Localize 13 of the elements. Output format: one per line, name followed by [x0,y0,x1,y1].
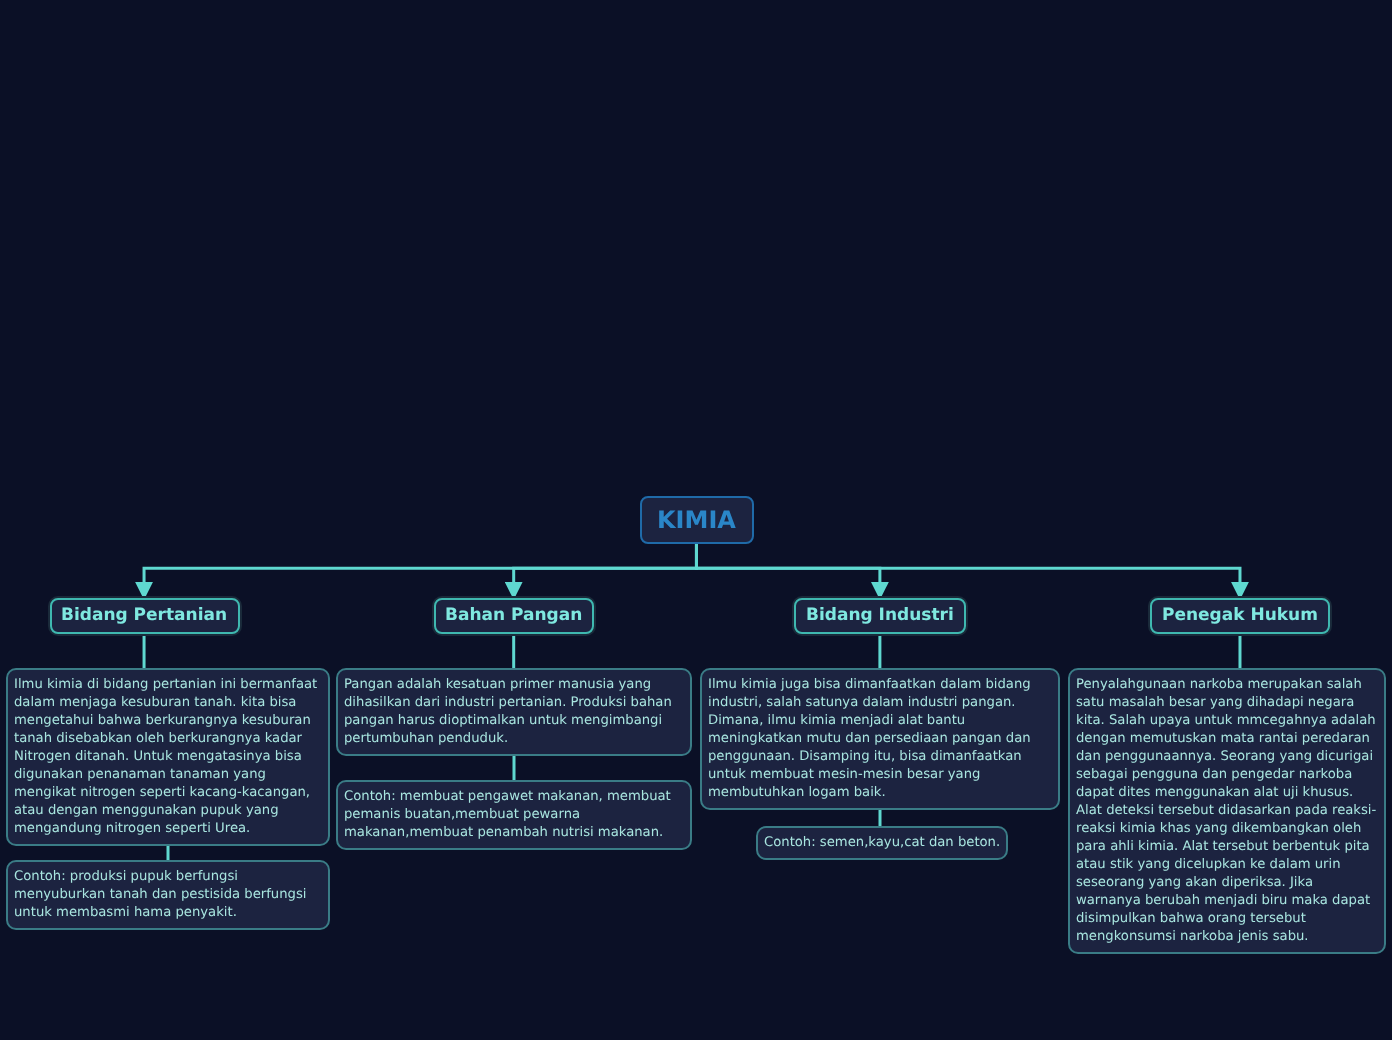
connector-line [878,634,882,668]
connector-line [1238,634,1242,668]
connector-line [512,634,516,668]
connector-line [512,756,516,780]
connector-line [878,810,882,826]
topic-box: Bidang Industri [794,598,966,634]
title-box: KIMIA [639,496,754,544]
connector-line [166,846,170,860]
connector-line [142,634,146,668]
topic-box: Bahan Pangan [433,598,595,634]
topic-box: Bidang Pertanian [49,598,240,634]
arrow [694,544,1249,600]
topic-box: Penegak Hukum [1150,598,1330,634]
